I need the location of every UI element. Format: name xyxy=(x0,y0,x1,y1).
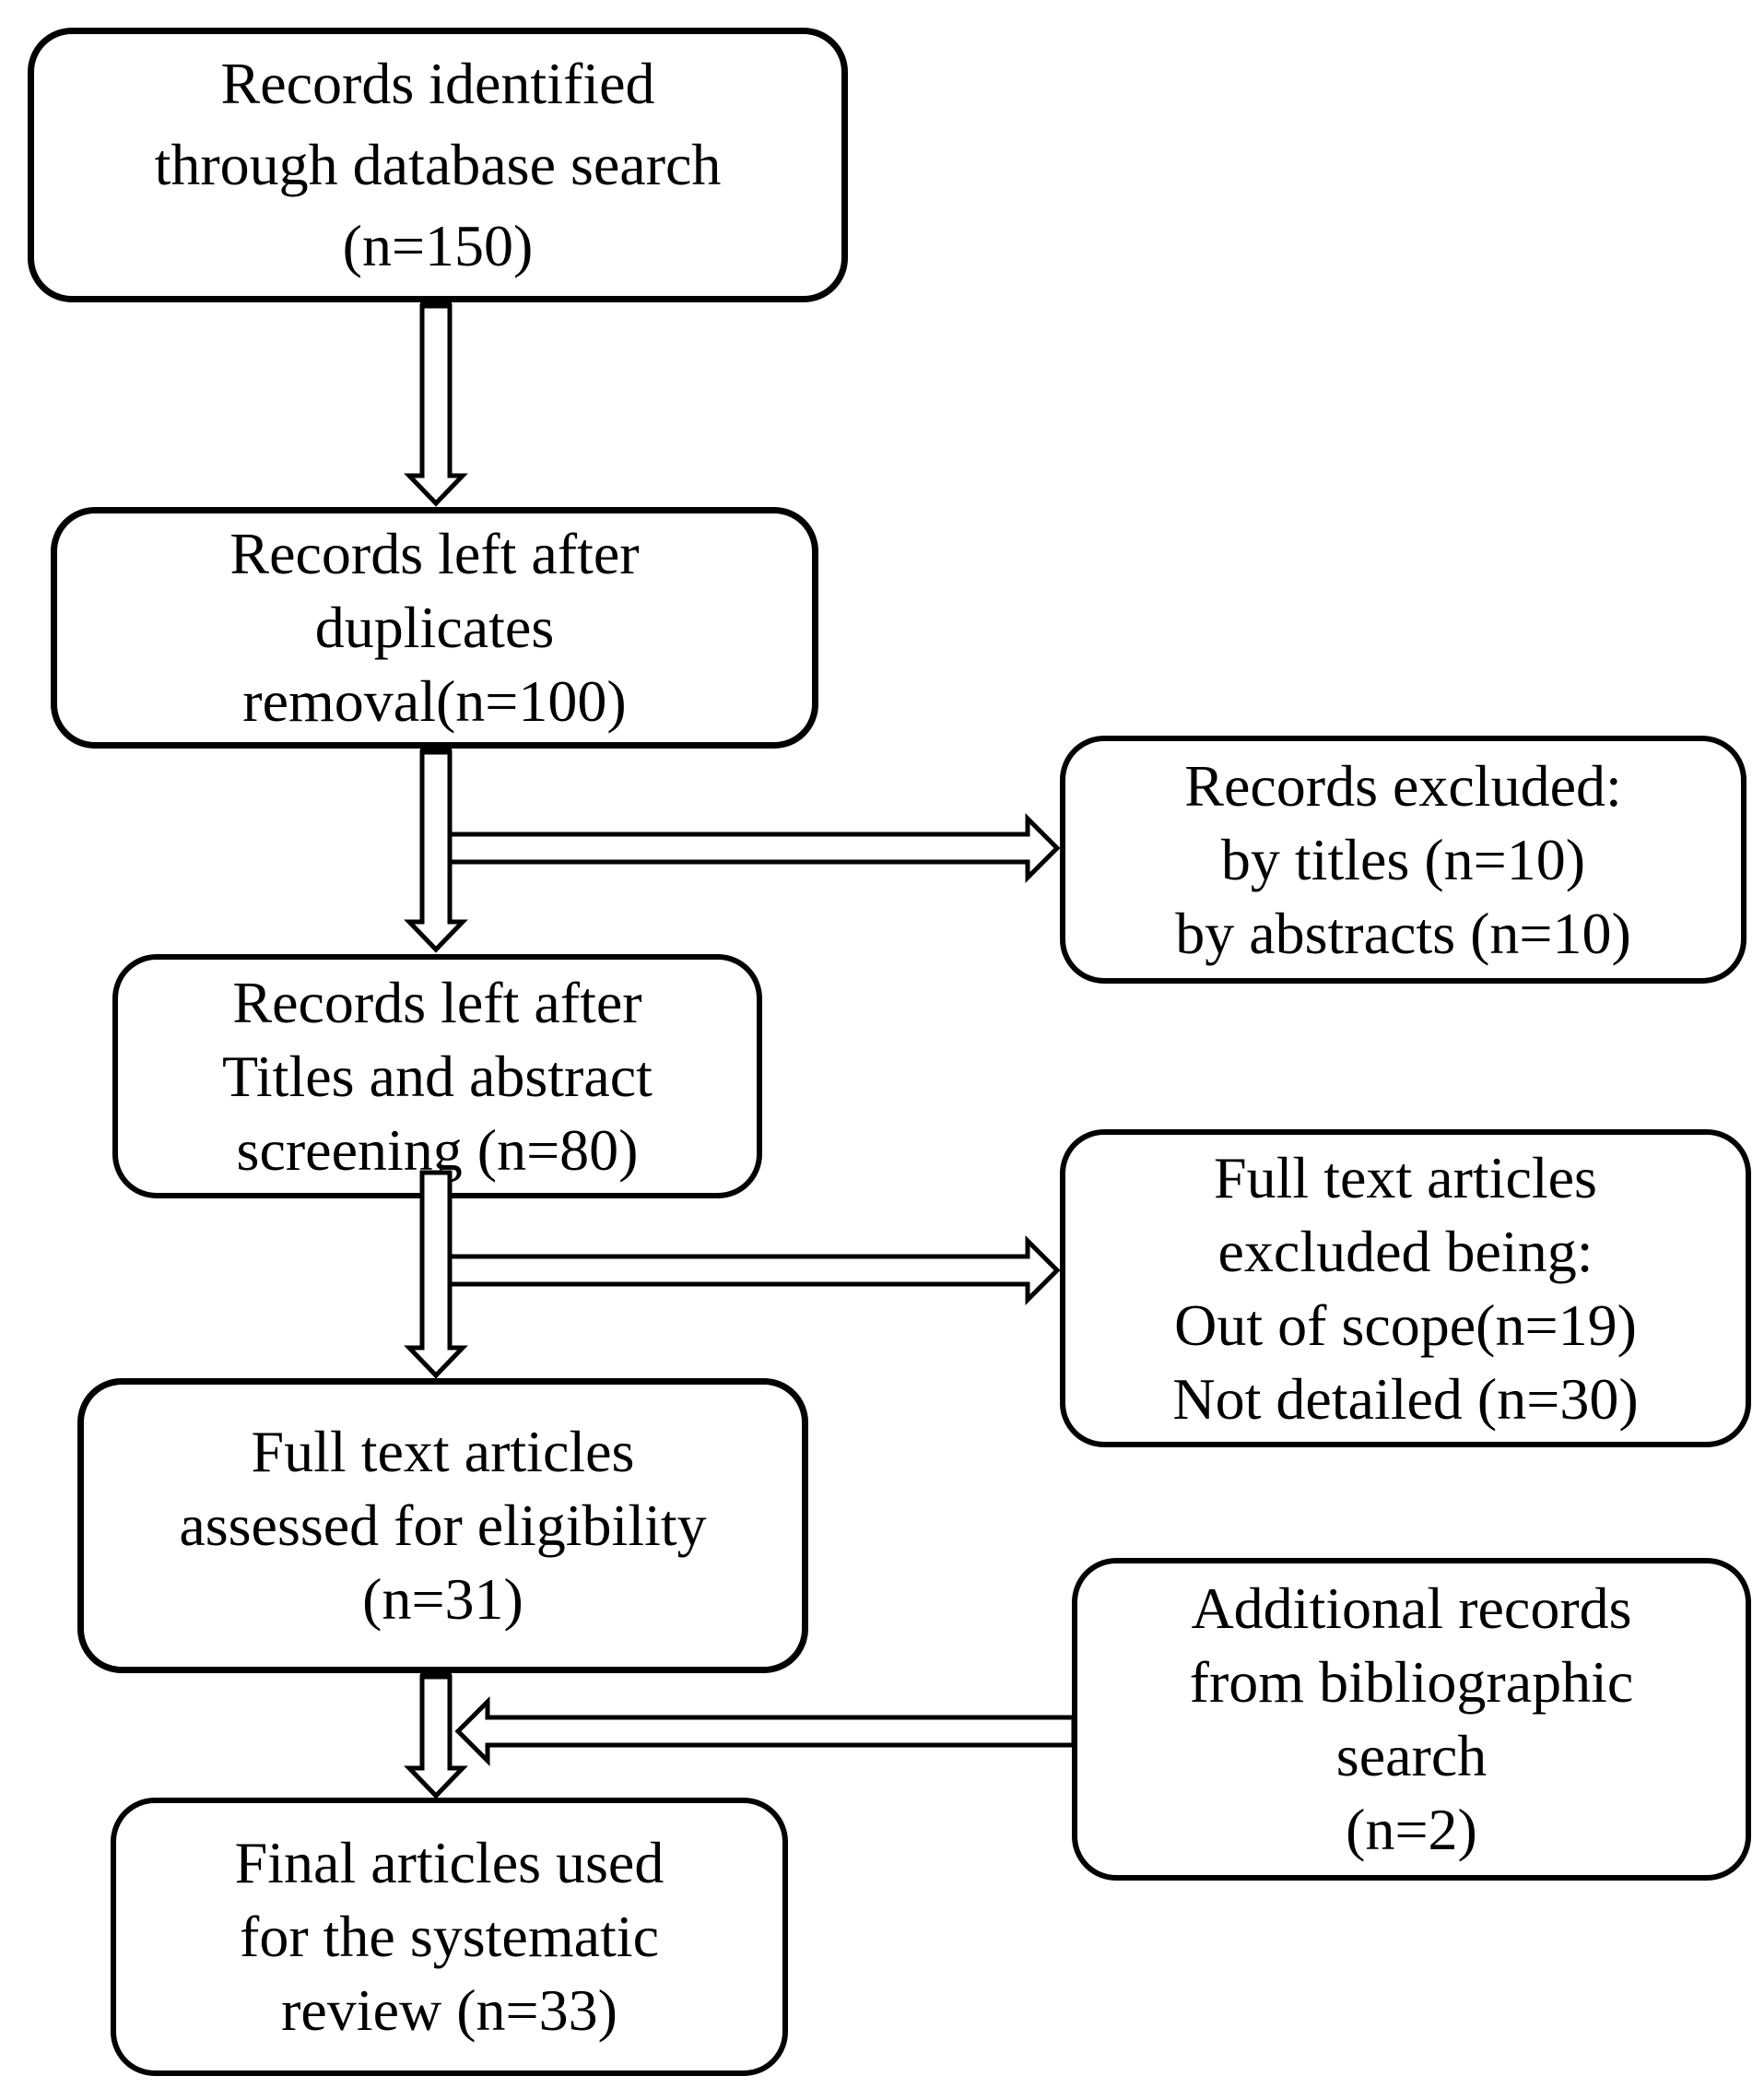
box-text-line: Records left after xyxy=(232,969,642,1035)
box-text-line: Records identified xyxy=(220,51,655,116)
arrow-joint xyxy=(420,302,452,314)
box-after-duplicates: Records left after duplicates removal(n=… xyxy=(51,507,818,749)
box-text-line: Titles and abstract xyxy=(222,1043,653,1109)
box-text-line: Records excluded: xyxy=(1184,752,1622,819)
arrow-additional-to-junction xyxy=(454,1695,1076,1767)
box-text-line: by abstracts (n=10) xyxy=(1175,900,1631,966)
box-text-line: Full text articles xyxy=(1214,1144,1597,1210)
box-full-text-excluded: Full text articles excluded being: Out o… xyxy=(1060,1129,1751,1447)
box-text-line: search xyxy=(1335,1723,1488,1788)
box-text-line: Out of scope(n=19) xyxy=(1174,1292,1637,1358)
box-text-line: review (n=33) xyxy=(281,1977,617,2043)
box-after-screening: Records left after Titles and abstract s… xyxy=(112,954,762,1198)
box-text-line: from bibliographic xyxy=(1189,1649,1634,1715)
box-records-excluded: Records excluded: by titles (n=10) by ab… xyxy=(1060,736,1746,984)
arrow-branch-records-excluded xyxy=(447,812,1061,884)
box-records-identified: Records identified through database sear… xyxy=(28,28,848,302)
box-text-line: assessed for eligibility xyxy=(179,1492,707,1558)
box-text-line: Records left after xyxy=(229,521,640,586)
arrow-branch-full-text-excluded xyxy=(447,1234,1061,1306)
box-text-line: screening (n=80) xyxy=(236,1116,639,1183)
box-text-line: (n=150) xyxy=(342,213,534,278)
box-text-line: Final articles used xyxy=(234,1830,664,1895)
box-text-line: removal(n=100) xyxy=(242,668,627,734)
box-additional-records: Additional records from bibliographic se… xyxy=(1072,1558,1751,1881)
box-text-line: Not detailed (n=30) xyxy=(1172,1365,1639,1432)
box-full-text-assessed: Full text articles assessed for eligibil… xyxy=(77,1378,808,1673)
arrow-assessed-to-final xyxy=(404,1674,468,1799)
arrow-joint xyxy=(420,1673,452,1685)
box-text-line: through database search xyxy=(154,132,722,197)
arrow-joint xyxy=(420,749,452,761)
arrow-identified-to-duplicates xyxy=(404,303,468,507)
arrow-screening-to-assessed xyxy=(404,1170,468,1379)
box-text-line: duplicates xyxy=(314,595,555,660)
box-text-line: Additional records xyxy=(1191,1575,1632,1641)
box-text-line: Full text articles xyxy=(251,1419,635,1484)
box-text-line: (n=31) xyxy=(362,1566,523,1632)
box-final-articles: Final articles used for the systematic r… xyxy=(111,1798,788,2076)
box-text-line: (n=2) xyxy=(1346,1797,1477,1862)
box-text-line: for the systematic xyxy=(240,1904,659,1969)
box-text-line: excluded being: xyxy=(1217,1218,1593,1284)
box-text-line: by titles (n=10) xyxy=(1220,826,1586,892)
arrow-duplicates-to-screening xyxy=(404,749,468,953)
